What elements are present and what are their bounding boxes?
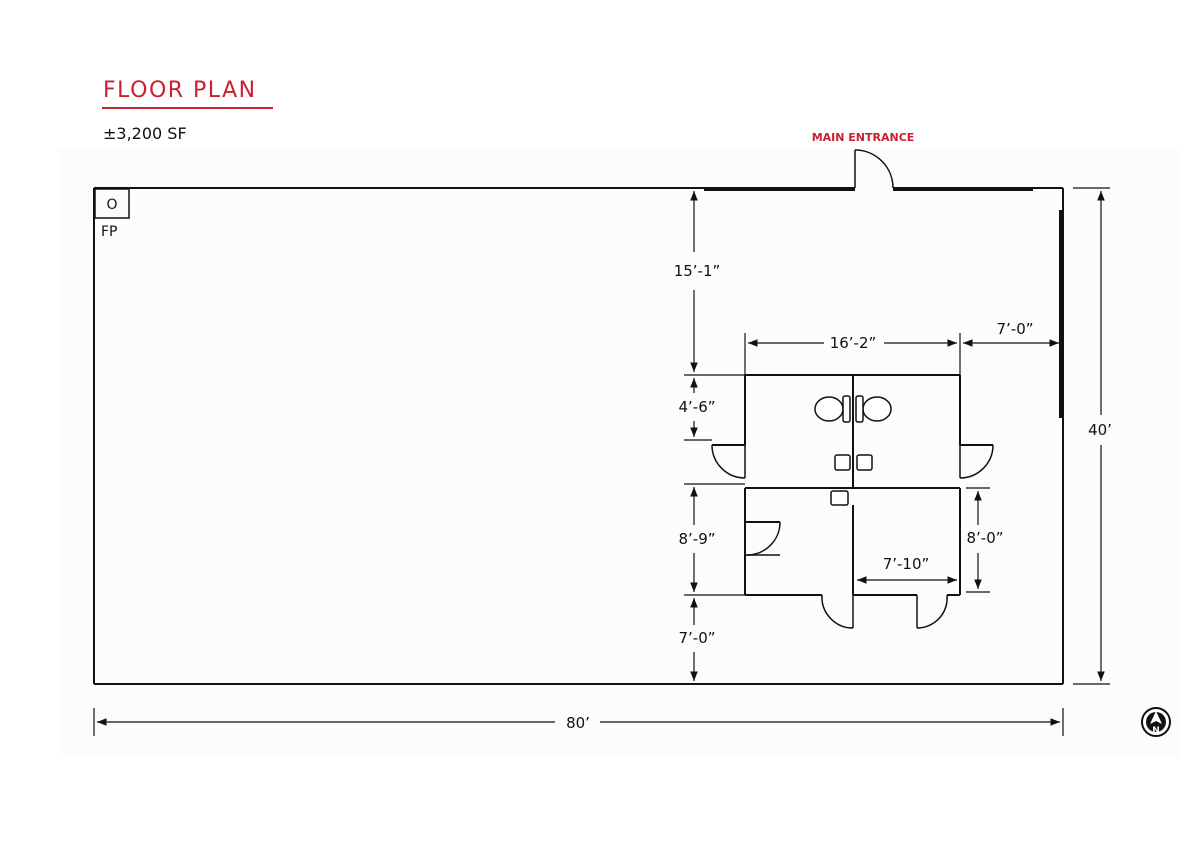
fp-symbol: O <box>106 197 117 213</box>
restroom-left-door[interactable] <box>711 444 746 479</box>
dim-label-overall-depth: 40’ <box>1088 421 1112 439</box>
north-arrow-icon: N <box>1141 707 1171 737</box>
page-title: FLOOR PLAN <box>103 78 257 103</box>
office-bottom-door[interactable] <box>821 594 854 629</box>
main-entrance-label: MAIN ENTRANCE <box>812 131 915 144</box>
north-arrow-letter: N <box>1152 726 1160 736</box>
dim-label-room-depth: 8’-0” <box>966 529 1003 547</box>
restroom-core <box>712 374 993 596</box>
toilet-right-icon <box>855 395 892 423</box>
office-left-door[interactable] <box>744 521 781 556</box>
fp-box <box>94 188 130 219</box>
plan-background <box>58 148 1180 758</box>
title-underline <box>102 107 273 109</box>
dim-label-overall-width: 80’ <box>566 714 590 732</box>
dim-label-core-width: 16’-2” <box>830 334 877 352</box>
fp-label: FP <box>101 224 118 240</box>
area-label: ±3,200 SF <box>103 124 187 143</box>
dim-label-core-to-rear: 7’-0” <box>678 629 715 647</box>
dim-label-front-to-core: 15’-1” <box>674 262 721 280</box>
dim-label-office-depth: 8’-9” <box>678 530 715 548</box>
sink-icons <box>830 454 873 506</box>
outer-walls <box>93 187 1064 685</box>
main-entrance-door[interactable] <box>854 149 894 189</box>
dim-label-core-to-side: 7’-0” <box>996 320 1033 338</box>
toilet-left-icon <box>814 395 851 423</box>
dim-label-restroom-depth: 4’-6” <box>678 398 715 416</box>
storage-bottom-door[interactable] <box>916 594 948 629</box>
dim-label-room-width: 7’-10” <box>883 555 930 573</box>
restroom-right-door[interactable] <box>959 444 994 479</box>
